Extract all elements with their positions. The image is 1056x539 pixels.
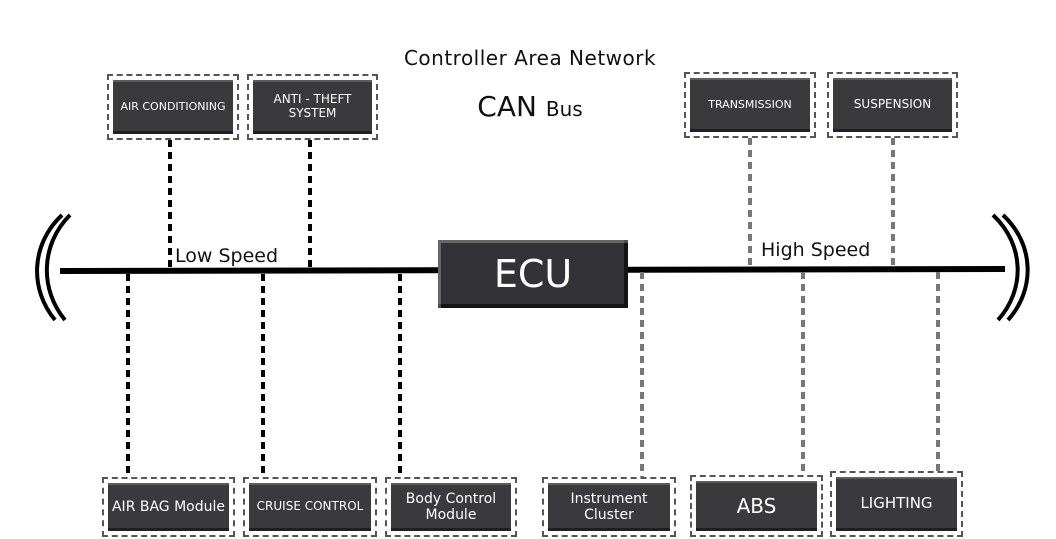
module-anti-theft: ANTI - THEFT SYSTEM <box>247 74 378 140</box>
right-bus-end-1 <box>1001 213 1030 322</box>
module-cruise-control: CRUISE CONTROL <box>243 477 377 537</box>
module-air-bag: AIR BAG Module <box>102 477 235 537</box>
module-lighting: LIGHTING <box>830 471 963 537</box>
subtitle-small: Bus <box>545 97 583 121</box>
module-anti-theft-label: ANTI - THEFT SYSTEM <box>253 80 372 134</box>
module-abs-label: ABS <box>696 481 817 531</box>
high-speed-label: High Speed <box>758 239 874 261</box>
module-cruise-control-label: CRUISE CONTROL <box>249 483 371 531</box>
module-air-bag-label: AIR BAG Module <box>108 483 229 531</box>
module-body-control-label: Body Control Module <box>391 483 511 531</box>
right-bus-end-2 <box>991 213 1020 322</box>
left-bus-end-2 <box>44 213 72 322</box>
module-instrument-cluster: Instrument Cluster <box>542 477 676 537</box>
module-transmission: TRANSMISSION <box>684 72 816 138</box>
left-bus-end-1 <box>35 213 64 322</box>
ecu-block: ECU <box>438 240 628 308</box>
diagram-subtitle: CAN Bus <box>330 90 730 123</box>
module-body-control: Body Control Module <box>385 477 517 537</box>
ecu-label: ECU <box>493 252 573 296</box>
module-transmission-label: TRANSMISSION <box>690 78 810 132</box>
module-suspension: SUSPENSION <box>827 72 958 138</box>
module-suspension-label: SUSPENSION <box>833 78 952 132</box>
module-air-conditioning: AIR CONDITIONING <box>107 74 239 140</box>
low-speed-label: Low Speed <box>172 245 282 267</box>
module-lighting-label: LIGHTING <box>836 477 957 531</box>
module-air-conditioning-label: AIR CONDITIONING <box>113 80 233 134</box>
module-abs: ABS <box>690 475 823 537</box>
subtitle-main: CAN <box>477 90 537 123</box>
diagram-title: Controller Area Network <box>403 46 657 70</box>
module-instrument-cluster-label: Instrument Cluster <box>548 483 670 531</box>
